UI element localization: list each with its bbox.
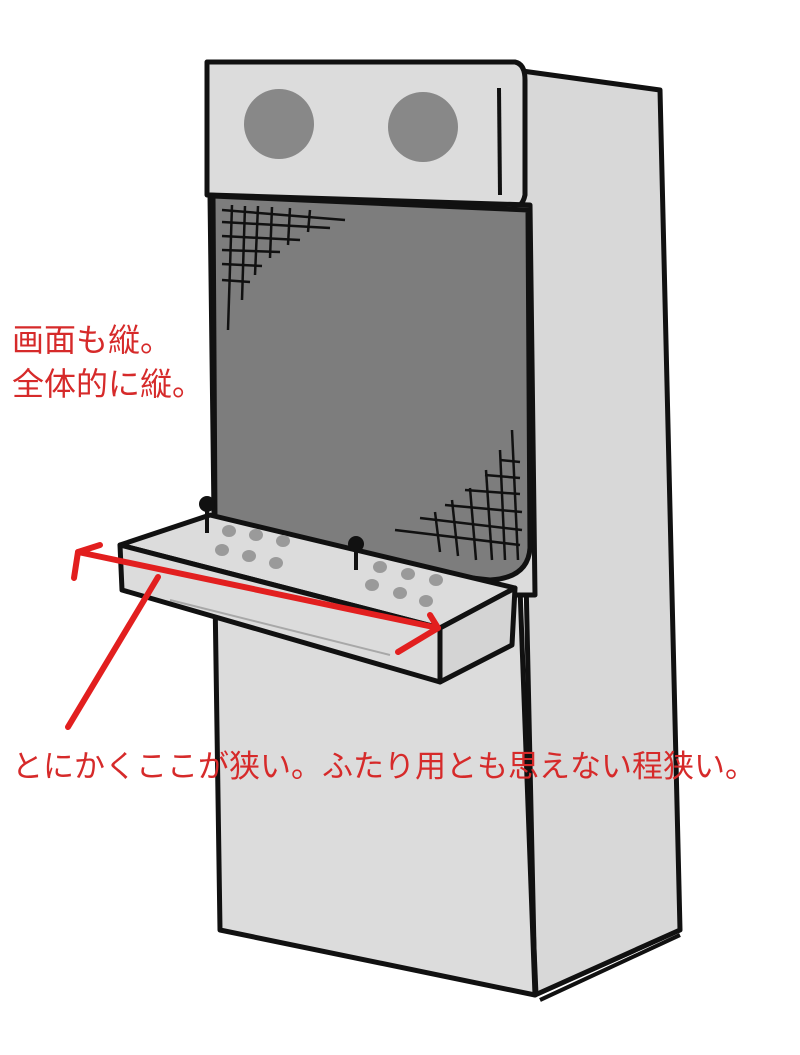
player1-joystick bbox=[199, 496, 215, 533]
cabinet-corner-seam bbox=[518, 594, 539, 996]
screen-shading-top-left bbox=[221, 204, 346, 331]
control-panel-side bbox=[437, 585, 518, 685]
player1-buttons bbox=[215, 525, 290, 569]
panel-edge-line bbox=[169, 599, 391, 656]
cabinet-side-panel bbox=[512, 67, 683, 998]
pointer-arrow-line bbox=[65, 574, 161, 730]
player2-buttons bbox=[365, 561, 443, 607]
marquee-edge-line bbox=[497, 87, 502, 196]
left-speaker bbox=[244, 89, 314, 159]
screen-shading-bottom-right bbox=[394, 429, 523, 561]
right-speaker bbox=[388, 92, 458, 162]
player2-joystick bbox=[348, 536, 364, 570]
panel-width-arrow bbox=[71, 542, 441, 655]
screen-orientation-note: 画面も縦。 全体的に縦。 bbox=[12, 318, 204, 406]
control-panel-note: とにかくここが狭い。ふたり用とも思えない程狭い。 bbox=[12, 749, 756, 785]
screen-note-line2: 全体的に縦。 bbox=[12, 365, 205, 403]
cabinet-bottom-right-edge bbox=[539, 933, 681, 1002]
game-screen bbox=[210, 193, 533, 583]
screen-note-line1: 画面も縦。 bbox=[12, 321, 173, 359]
